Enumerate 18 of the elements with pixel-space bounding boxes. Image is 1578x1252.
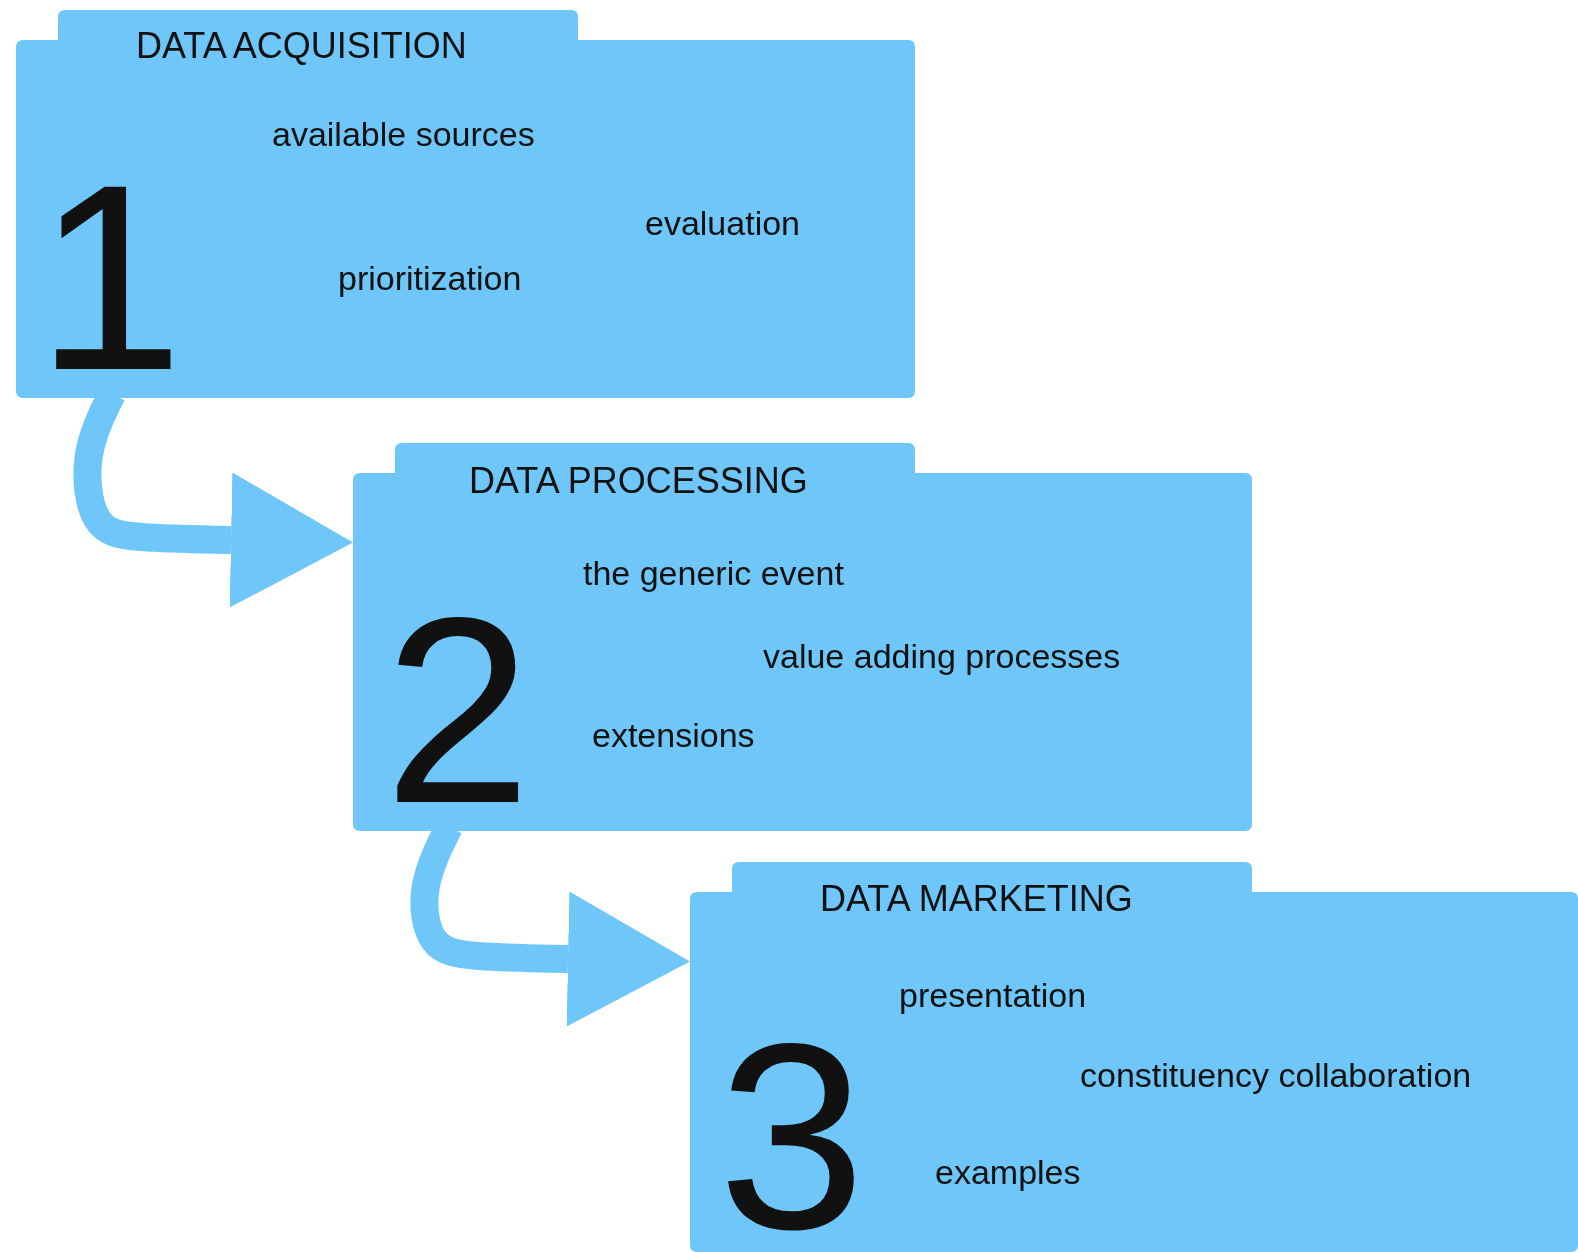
step-number: 1 [36, 145, 184, 410]
topic-text: examples [935, 1152, 1081, 1193]
topic-text: constituency collaboration [1080, 1055, 1472, 1096]
topic-text: available sources [272, 114, 535, 155]
topic-text: prioritization [338, 258, 522, 299]
step-number: 3 [718, 1004, 866, 1252]
folder-panel [690, 862, 1578, 1252]
section-heading: DATA ACQUISITION [136, 24, 467, 68]
topic-text: value adding processes [763, 636, 1121, 677]
section-heading: DATA PROCESSING [469, 459, 808, 503]
topic-text: evaluation [645, 203, 800, 244]
section-heading: DATA MARKETING [820, 877, 1133, 921]
folder-panel [16, 10, 915, 398]
topic-text: extensions [592, 715, 755, 756]
folder-panel [353, 443, 1252, 831]
topic-text: presentation [899, 975, 1087, 1016]
topic-text: the generic event [583, 553, 844, 594]
step-number: 2 [384, 578, 532, 843]
